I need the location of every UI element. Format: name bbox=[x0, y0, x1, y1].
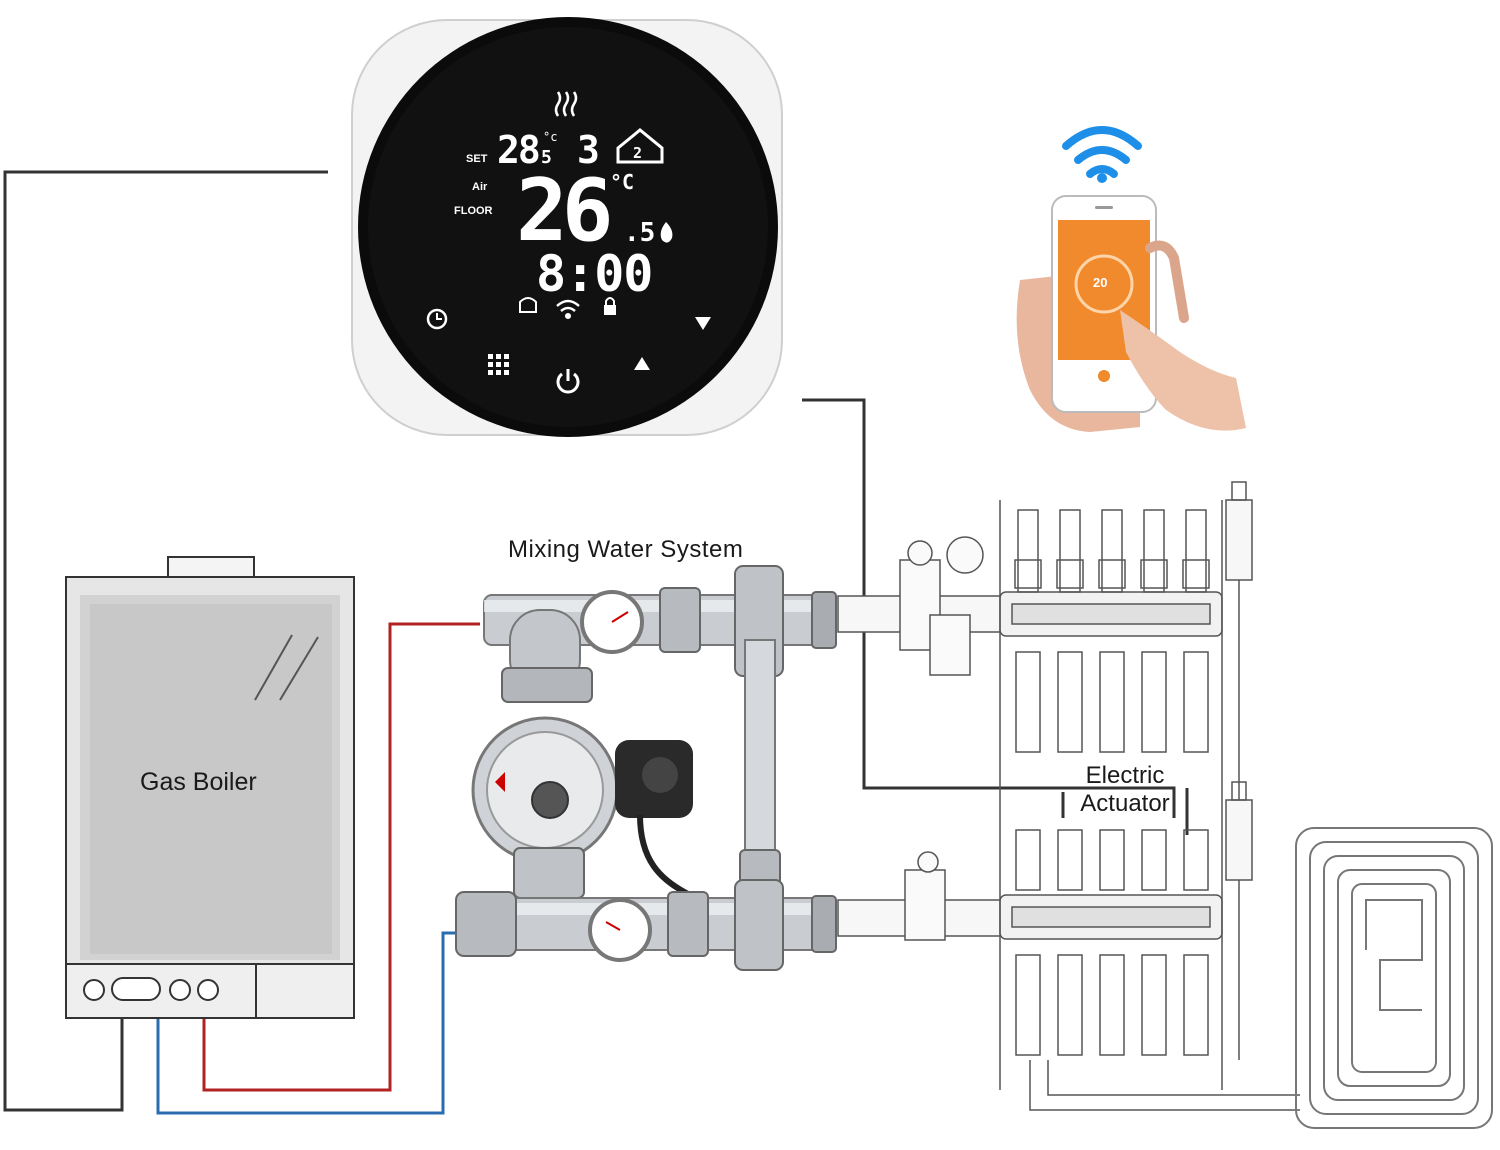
heating-waves-icon bbox=[554, 91, 578, 117]
lock-icon bbox=[604, 297, 616, 315]
down-button-icon[interactable] bbox=[695, 317, 711, 330]
lcd-zone-number: 2 bbox=[633, 144, 643, 162]
lcd-air-label: Air bbox=[472, 181, 488, 193]
power-button-icon[interactable] bbox=[556, 369, 580, 394]
up-button-icon[interactable] bbox=[634, 357, 650, 370]
lcd-set-label: SET bbox=[466, 153, 488, 165]
lcd-current-temperature: 26 bbox=[516, 161, 614, 261]
lcd-current-temperature-decimal: .5 bbox=[624, 218, 656, 248]
lcd-set-temperature-decimal: 5 bbox=[541, 147, 552, 168]
lcd-floor-label: FLOOR bbox=[454, 205, 493, 217]
lcd-time: 8:00 bbox=[536, 245, 653, 303]
control-wires bbox=[3, 170, 1189, 1112]
boiler-icon bbox=[519, 297, 537, 313]
lcd-set-unit: °c bbox=[543, 130, 558, 144]
mixing-water-station bbox=[455, 565, 900, 971]
floor-manifold bbox=[837, 481, 1300, 1111]
cold-water-line bbox=[156, 931, 470, 1115]
smart-thermostat bbox=[351, 17, 783, 437]
underfloor-heating-coil bbox=[1295, 827, 1493, 1129]
phone-in-hand bbox=[1016, 126, 1246, 432]
clock-button-icon[interactable] bbox=[426, 308, 448, 330]
mixing-water-system-label: Mixing Water System bbox=[508, 536, 744, 563]
hot-water-line bbox=[202, 622, 480, 1092]
wifi-icon bbox=[556, 299, 580, 320]
gas-boiler bbox=[65, 556, 355, 1019]
menu-button-icon[interactable] bbox=[488, 354, 509, 375]
gas-boiler-label: Gas Boiler bbox=[140, 768, 257, 796]
wifi-signal-icon bbox=[1062, 126, 1142, 178]
home-icon bbox=[616, 128, 664, 164]
lcd-period-number: 3 bbox=[577, 128, 600, 172]
lcd-set-temperature: 28 bbox=[497, 128, 541, 172]
flame-icon bbox=[660, 222, 673, 243]
electric-actuator-label: Electric Actuator bbox=[1080, 762, 1170, 817]
lcd-current-unit: °C bbox=[610, 170, 635, 194]
app-temperature: 20 bbox=[1093, 275, 1108, 290]
